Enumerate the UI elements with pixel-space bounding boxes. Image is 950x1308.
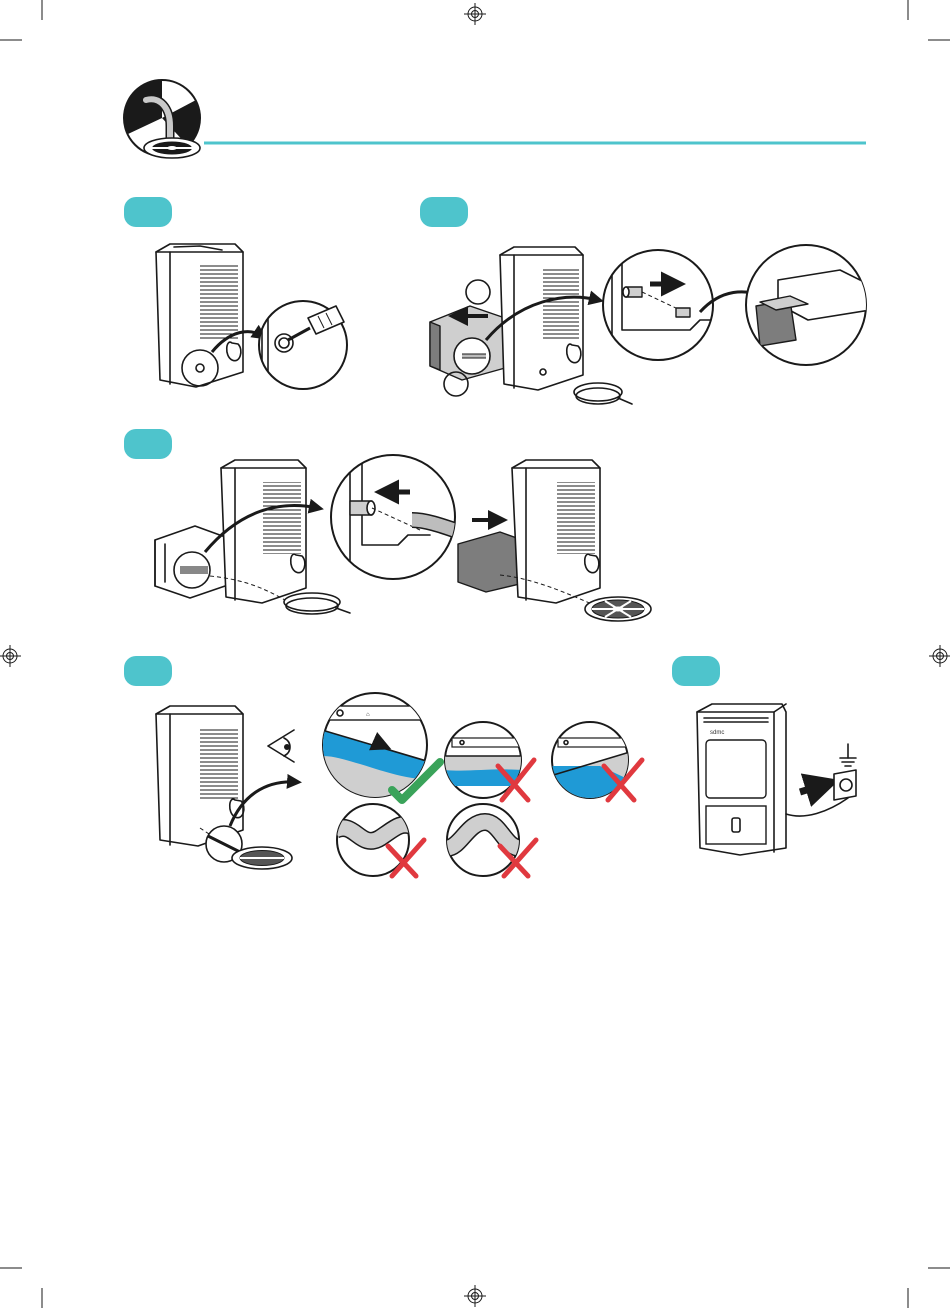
power-cord bbox=[786, 798, 848, 816]
product-label: sdmc bbox=[710, 730, 724, 736]
eye-icon bbox=[268, 730, 294, 762]
ground-symbol-icon bbox=[840, 744, 856, 766]
step-badge-4 bbox=[124, 656, 172, 686]
step-3-assembled-dehumidifier bbox=[458, 460, 600, 605]
step-1-dehumidifier bbox=[156, 244, 243, 387]
step-3-dehumidifier bbox=[221, 460, 306, 603]
step-2-dehumidifier bbox=[500, 247, 583, 390]
step-badge-5 bbox=[672, 656, 720, 686]
step-badge-3 bbox=[124, 429, 172, 459]
step-2-detail-connector bbox=[603, 250, 720, 362]
floor-drain-icon bbox=[585, 597, 651, 621]
hose-coil-icon bbox=[574, 383, 632, 404]
step-4-floor-drain bbox=[232, 847, 292, 869]
svg-text:⌂: ⌂ bbox=[366, 712, 370, 718]
dehumidifier-front-icon: sdmc bbox=[697, 704, 786, 855]
step-2-label-circle-1 bbox=[466, 280, 490, 304]
storage-box-icon bbox=[746, 245, 870, 365]
drain-hose-icon bbox=[124, 80, 200, 158]
wall-socket-icon bbox=[834, 770, 856, 800]
step-badge-2 bbox=[420, 197, 468, 227]
plug-arrow bbox=[800, 784, 826, 792]
hose-connect-icon bbox=[331, 455, 460, 580]
step-badge-1 bbox=[124, 197, 172, 227]
registration-mark-left bbox=[0, 645, 21, 667]
registration-mark-bottom bbox=[464, 1285, 486, 1307]
hose-loop-wrong-icon bbox=[447, 804, 520, 876]
registration-mark-top bbox=[464, 3, 486, 25]
registration-mark-right bbox=[929, 645, 950, 667]
